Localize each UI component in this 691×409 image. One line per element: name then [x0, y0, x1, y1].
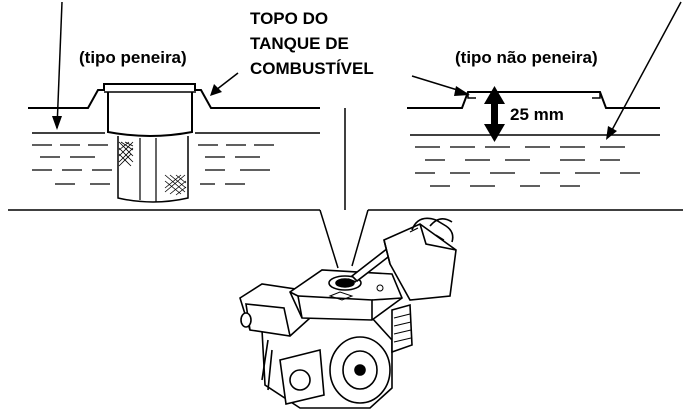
no-strainer-type-panel: [407, 1, 682, 187]
engine-icon: [239, 269, 413, 409]
strainer-type-panel: [28, 1, 320, 203]
strainer-type-label: (tipo peneira): [79, 48, 187, 67]
strainer-icon: [104, 91, 196, 203]
tank-top-label: TOPO DO TANQUE DE COMBUSTÍVEL: [250, 9, 374, 78]
tank-top-label-line2: TANQUE DE: [250, 34, 349, 53]
tank-top-label-line1: TOPO DO: [250, 9, 328, 28]
no-strainer-type-label: (tipo não peneira): [455, 48, 598, 67]
fuel-can-icon: [347, 217, 457, 301]
panel-dividers: [8, 108, 683, 269]
max-level-label: 25 mm: [510, 105, 564, 124]
double-arrow-icon: [484, 86, 505, 142]
tank-top-label-line3: COMBUSTÍVEL: [250, 59, 374, 78]
